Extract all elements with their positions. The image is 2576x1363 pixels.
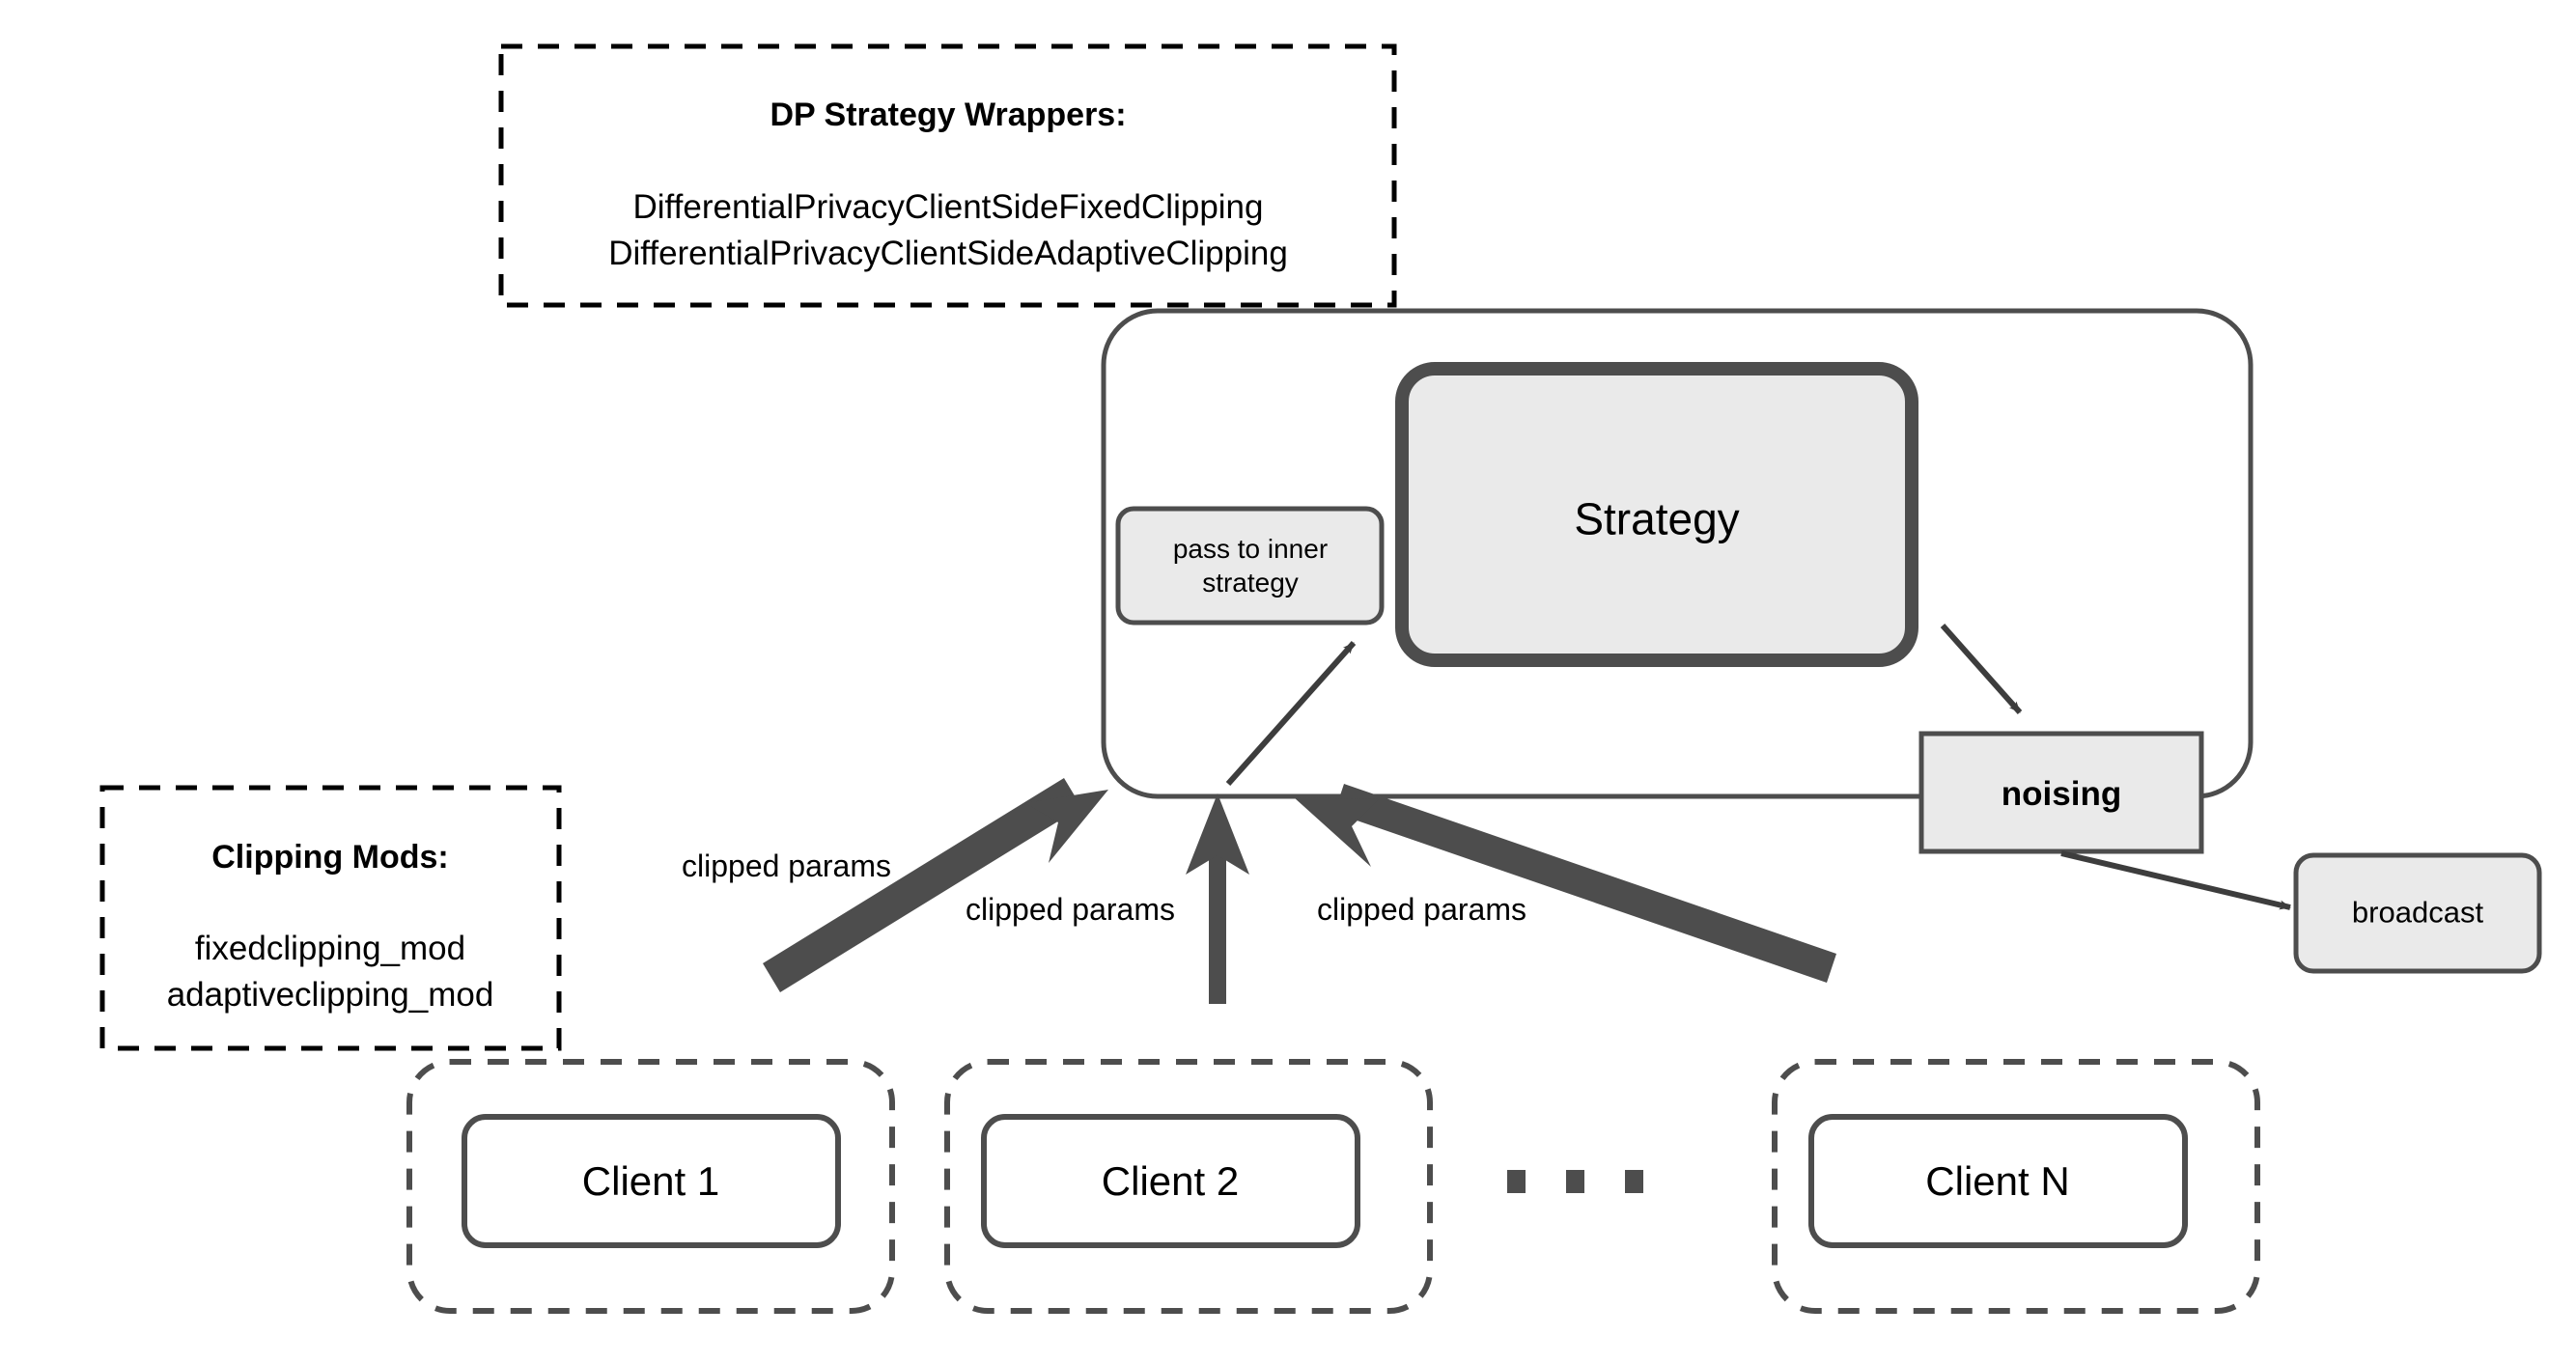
- clipping-mods-item-2: adaptiveclipping_mod: [166, 976, 494, 1015]
- arrow-noising-to-broadcast: [2060, 850, 2291, 910]
- clipping-mods-note-box: [99, 785, 562, 1051]
- edge-label-clipped-params-3: clipped params: [1317, 892, 1526, 927]
- dp-wrappers-heading: DP Strategy Wrappers:: [770, 96, 1127, 133]
- clipping-mods-heading: Clipping Mods:: [211, 838, 449, 876]
- broadcast-label: broadcast: [2351, 895, 2484, 930]
- arrow-to-pass-to-inner-strategy: [1225, 641, 1357, 786]
- pass-to-inner-strategy-line2: strategy: [1202, 568, 1299, 598]
- pass-to-inner-strategy-box[interactable]: [1115, 506, 1385, 626]
- client-label-2: Client 2: [1101, 1157, 1240, 1204]
- pass-to-inner-strategy-label: pass to inner strategy: [1173, 532, 1328, 599]
- broadcast-box[interactable]: [2293, 852, 2542, 974]
- dp-wrappers-note-box: [498, 43, 1397, 308]
- strategy-box[interactable]: [1395, 362, 1918, 667]
- pass-to-inner-strategy-line1: pass to inner: [1172, 534, 1329, 564]
- ellipsis-icon: [1507, 1170, 1643, 1193]
- strategy-label: Strategy: [1574, 493, 1740, 544]
- edge-label-clipped-params-2: clipped params: [966, 892, 1175, 927]
- arrow-client1-to-server: [763, 778, 1108, 992]
- client-group-1: [406, 1059, 895, 1314]
- client-label-1: Client 1: [581, 1157, 720, 1204]
- arrow-clientN-to-server: [1294, 784, 1836, 983]
- client-box-n[interactable]: [1808, 1114, 2188, 1248]
- client-group-2: [944, 1059, 1433, 1314]
- edge-label-clipped-params-1: clipped params: [682, 848, 891, 883]
- dp-wrappers-item-2: DifferentialPrivacyClientSideAdaptiveCli…: [608, 235, 1288, 273]
- noising-label: noising: [2001, 775, 2122, 814]
- client-label-n: Client N: [1925, 1157, 2070, 1204]
- arrow-strategy-to-noising: [1940, 624, 2023, 714]
- client-group-n: [1772, 1059, 2260, 1314]
- client-box-1[interactable]: [462, 1114, 841, 1248]
- dp-wrappers-item-1: DifferentialPrivacyClientSideFixedClippi…: [632, 188, 1264, 227]
- arrow-client2-to-server: [1186, 793, 1249, 1004]
- client-box-2[interactable]: [981, 1114, 1360, 1248]
- clipping-mods-item-1: fixedclipping_mod: [194, 930, 466, 968]
- noising-box[interactable]: [1918, 731, 2204, 854]
